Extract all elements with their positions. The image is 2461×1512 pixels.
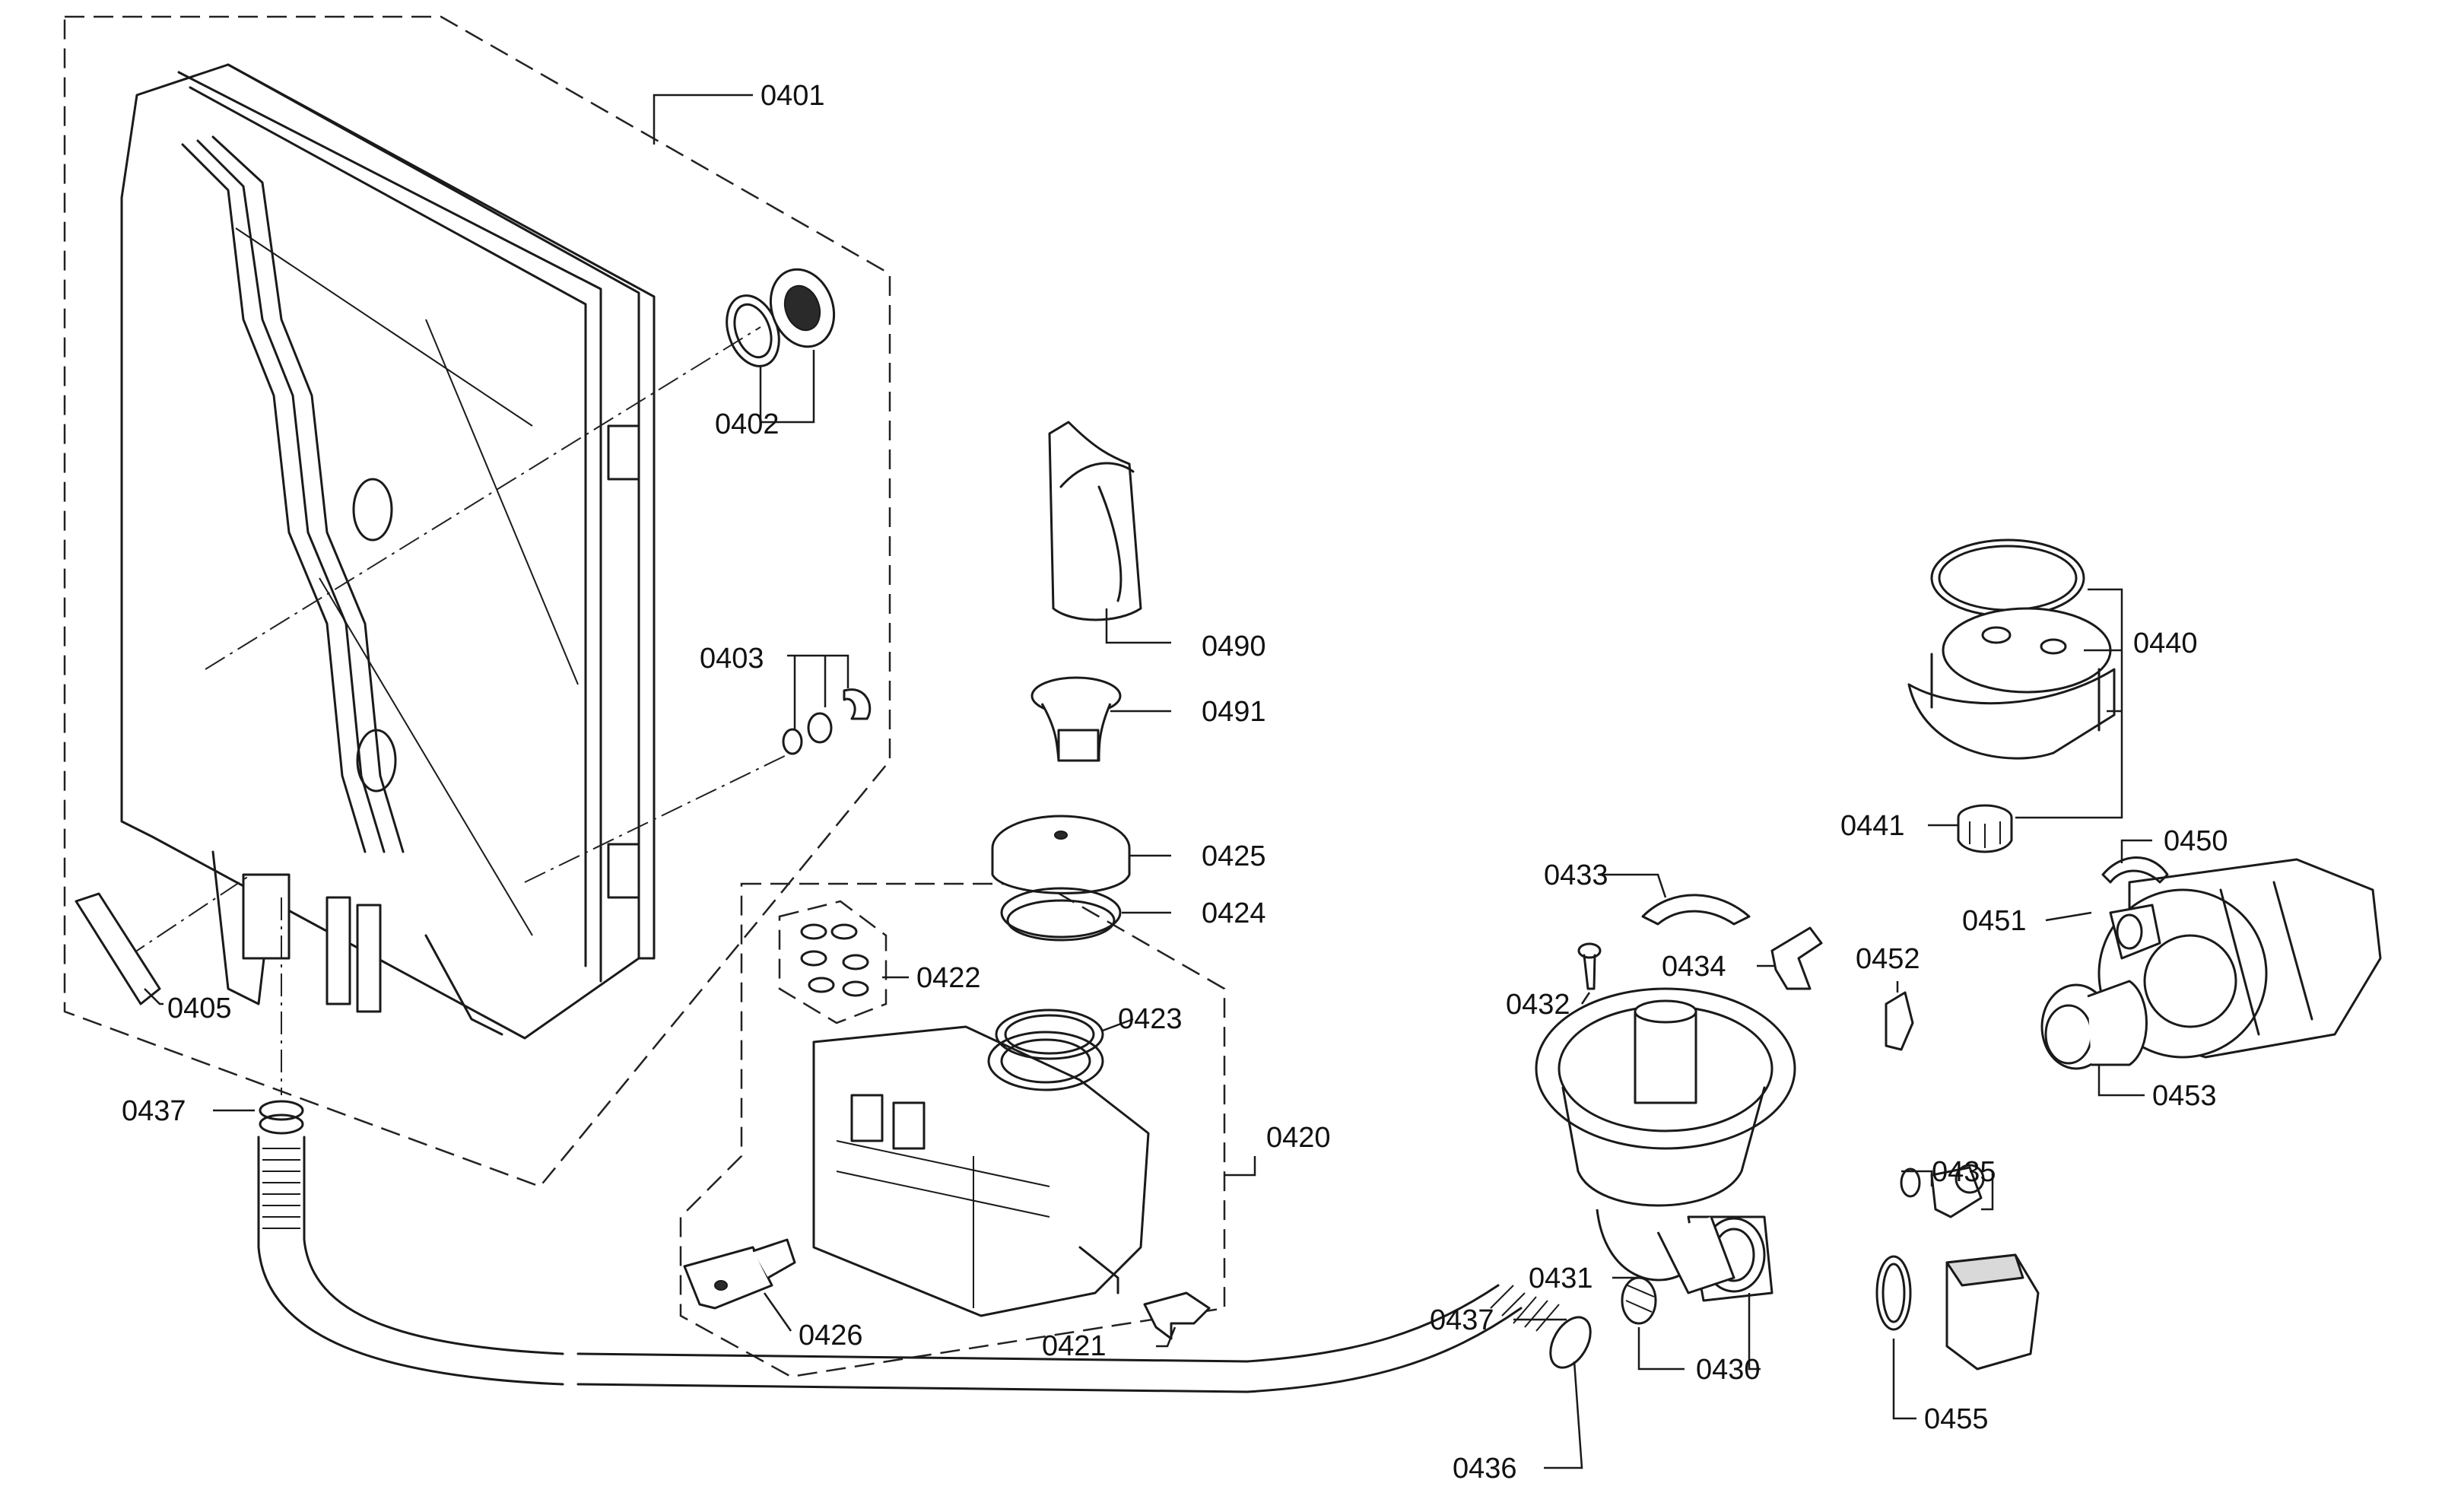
assembly-axis-0403 bbox=[524, 752, 792, 883]
nut-0431 bbox=[1621, 1276, 1657, 1325]
cap-0425 bbox=[991, 815, 1131, 894]
label-0426: 0426 bbox=[799, 1320, 863, 1352]
clip-0421 bbox=[1143, 1291, 1211, 1340]
label-0405: 0405 bbox=[167, 993, 232, 1024]
ring-0424 bbox=[1000, 887, 1122, 942]
softener-housing-0420 bbox=[812, 1025, 1150, 1317]
label-0420: 0420 bbox=[1266, 1122, 1331, 1154]
label-0490: 0490 bbox=[1202, 631, 1266, 662]
label-0402: 0402 bbox=[715, 408, 780, 440]
impeller-0441 bbox=[1957, 804, 2013, 853]
label-0491: 0491 bbox=[1202, 696, 1266, 728]
label-0425: 0425 bbox=[1202, 840, 1266, 872]
label-0422: 0422 bbox=[916, 962, 981, 994]
gasket-set-0403 bbox=[782, 688, 872, 755]
assembly-axis-0402 bbox=[205, 326, 761, 670]
seal-0453 bbox=[2040, 980, 2148, 1070]
label-0453: 0453 bbox=[2152, 1080, 2217, 1112]
label-0450: 0450 bbox=[2164, 825, 2228, 857]
clamp-0451 bbox=[2101, 856, 2169, 884]
label-0421: 0421 bbox=[1042, 1330, 1107, 1362]
group-outline-0422 bbox=[778, 900, 888, 1024]
sensor-0435 bbox=[1900, 1164, 1985, 1218]
seal-0423 bbox=[995, 1009, 1104, 1060]
clamp-0433 bbox=[1641, 894, 1751, 926]
sensor-0426 bbox=[683, 1238, 796, 1310]
sump-0430 bbox=[1535, 987, 1796, 1302]
drain-pump-0455 bbox=[1875, 1253, 2040, 1371]
label-0436: 0436 bbox=[1453, 1453, 1517, 1485]
label-0430: 0430 bbox=[1696, 1354, 1761, 1386]
label-0431: 0431 bbox=[1529, 1263, 1593, 1294]
assembly-axis-0405 bbox=[125, 874, 252, 959]
label-0401: 0401 bbox=[761, 80, 825, 112]
label-0452: 0452 bbox=[1856, 943, 1920, 975]
label-0435: 0435 bbox=[1932, 1156, 1996, 1188]
funnel-0490 bbox=[1048, 421, 1142, 621]
drain-hose bbox=[257, 1100, 1592, 1393]
label-0455: 0455 bbox=[1924, 1403, 1989, 1435]
bracket-0452 bbox=[1885, 991, 1914, 1051]
label-0437-right: 0437 bbox=[1430, 1304, 1494, 1336]
leader-lines bbox=[144, 94, 2152, 1469]
screw-0432 bbox=[1577, 942, 1602, 990]
label-0403: 0403 bbox=[700, 643, 764, 675]
group-outline-0401 bbox=[63, 15, 891, 1188]
clip-0405 bbox=[75, 892, 161, 1005]
group-outline-0420 bbox=[679, 882, 1226, 1378]
label-0433: 0433 bbox=[1544, 859, 1608, 891]
label-0423: 0423 bbox=[1118, 1003, 1183, 1035]
valve-0434 bbox=[1770, 926, 1823, 990]
label-0437-left: 0437 bbox=[122, 1095, 186, 1127]
label-0424: 0424 bbox=[1202, 897, 1266, 929]
seal-and-nut-0402 bbox=[726, 268, 836, 367]
nozzle-0491 bbox=[1030, 676, 1122, 762]
label-0434: 0434 bbox=[1662, 951, 1726, 983]
tub-side-wall-0401 bbox=[120, 63, 656, 1040]
label-0451: 0451 bbox=[1962, 905, 2027, 937]
grommet-set-0422 bbox=[800, 923, 869, 997]
label-0441: 0441 bbox=[1840, 810, 1905, 842]
heater-cover-0440 bbox=[1907, 538, 2116, 760]
label-0432: 0432 bbox=[1506, 989, 1570, 1021]
label-0440: 0440 bbox=[2133, 627, 2198, 659]
